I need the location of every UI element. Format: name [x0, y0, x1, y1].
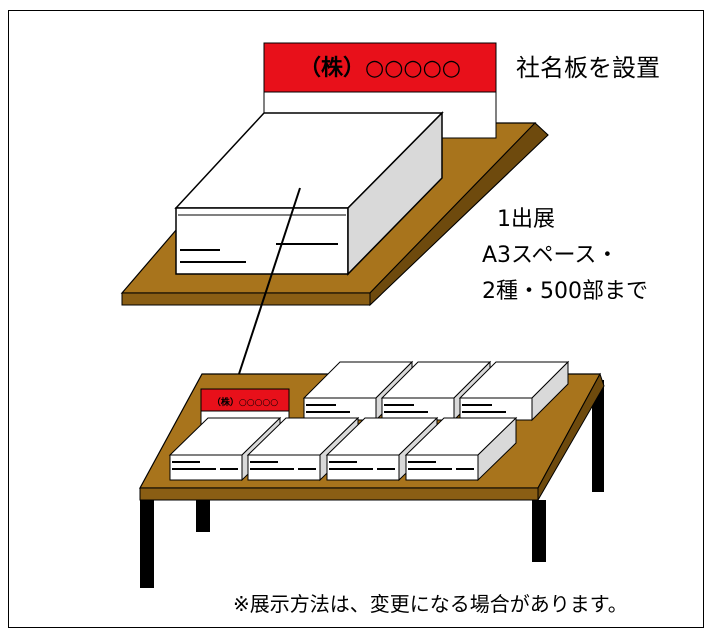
document-stack-small — [404, 416, 518, 482]
document-stack-small — [458, 360, 570, 422]
sign-label: 社名板を設置 — [516, 54, 660, 82]
quota-label-line-1: 1出展 — [497, 207, 555, 232]
quota-label-line-3: 2種・500部まで — [482, 279, 648, 304]
document-stack-large — [174, 111, 444, 276]
footnote: ※展示方法は、変更になる場合があります。 — [233, 592, 628, 616]
company-sign-small-text: （株）○○○○○ — [212, 396, 278, 408]
document-stacks-back-row — [302, 360, 570, 422]
document-stacks-front-row — [168, 416, 518, 482]
company-sign-large-text: （株）○○○○○ — [299, 56, 461, 81]
diagram-frame — [8, 10, 704, 628]
quota-label-line-2: A3スペース・ — [482, 243, 618, 268]
